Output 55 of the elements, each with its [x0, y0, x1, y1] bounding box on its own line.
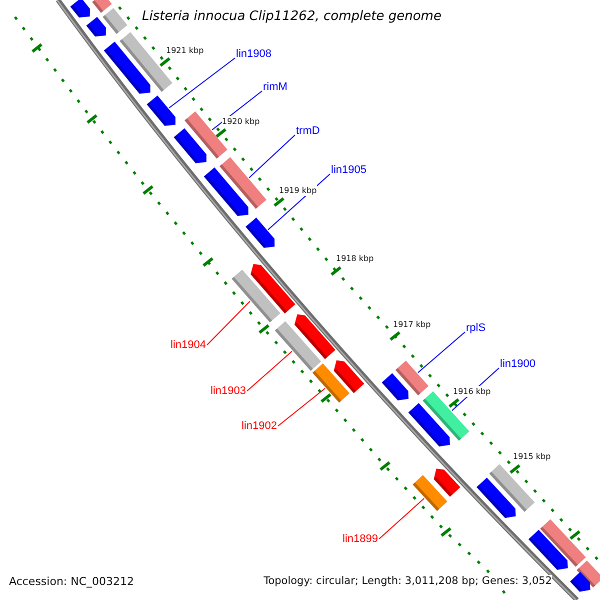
gene-block: [334, 360, 364, 394]
scale-label: 1915 kbp: [513, 450, 551, 462]
leader-line: [212, 90, 262, 130]
gene-bar: [232, 270, 280, 322]
gene-block: [250, 264, 296, 314]
gene-label: lin1903: [210, 385, 246, 398]
gene-label: lin1902: [242, 420, 277, 433]
gene-label: lin1908: [236, 48, 272, 61]
title: Listeria innocua Clip11262, complete genome: [142, 10, 442, 23]
gene-block: [146, 95, 176, 126]
gene-label: lin1900: [500, 358, 536, 371]
gene-label: lin1899: [342, 533, 378, 546]
scale-label: 1917 kbp: [393, 318, 431, 330]
leader-line: [246, 350, 293, 392]
genome-info-text: Topology: circular; Length: 3,011,208 bp; Genes: 3,052: [264, 575, 552, 589]
gene-block: [434, 468, 460, 497]
leader-line: [206, 300, 250, 346]
scale-label: 1916 kbp: [453, 386, 491, 396]
gene-block: [294, 314, 336, 360]
gene-block: [246, 218, 275, 248]
leader-line: [378, 498, 425, 540]
accession-text: Accession: NC_003212: [9, 575, 134, 589]
gene-block: [204, 167, 248, 216]
gene-bar: [220, 157, 266, 209]
gene-bar: [412, 475, 448, 511]
scale-label: 1921 kbp: [166, 44, 204, 56]
gene-bar: [540, 519, 586, 567]
gene-bar: [274, 321, 322, 371]
gene-block: [408, 403, 450, 447]
leader-line: [417, 332, 466, 374]
gene-label: trmD: [296, 125, 320, 138]
gene-bar: [92, 0, 112, 13]
gene-bar: [489, 464, 535, 512]
gene-bar: [395, 360, 429, 396]
gene-bar: [312, 363, 350, 403]
leader-line: [248, 134, 296, 178]
gene-block: [528, 530, 568, 570]
gene-label: rplS: [466, 322, 486, 335]
gene-block: [86, 16, 106, 37]
gene-bar: [102, 8, 128, 34]
scale-label: 1918 kbp: [336, 252, 374, 264]
leader-line: [278, 388, 326, 426]
gene-block: [570, 572, 590, 592]
gene-label: lin1905: [331, 164, 366, 177]
scale-label: 1920 kbp: [222, 116, 260, 126]
leader-line: [168, 58, 236, 108]
gene-block: [70, 0, 90, 18]
gene-bar: [576, 560, 600, 588]
gene-block: [104, 42, 150, 94]
scale-label: 1919 kbp: [279, 184, 317, 196]
gene-label: rimM: [263, 81, 288, 94]
gene-label: lin1904: [170, 339, 206, 352]
gene-block: [382, 373, 408, 400]
gene-block: [174, 128, 206, 164]
gene-block: [476, 478, 516, 518]
